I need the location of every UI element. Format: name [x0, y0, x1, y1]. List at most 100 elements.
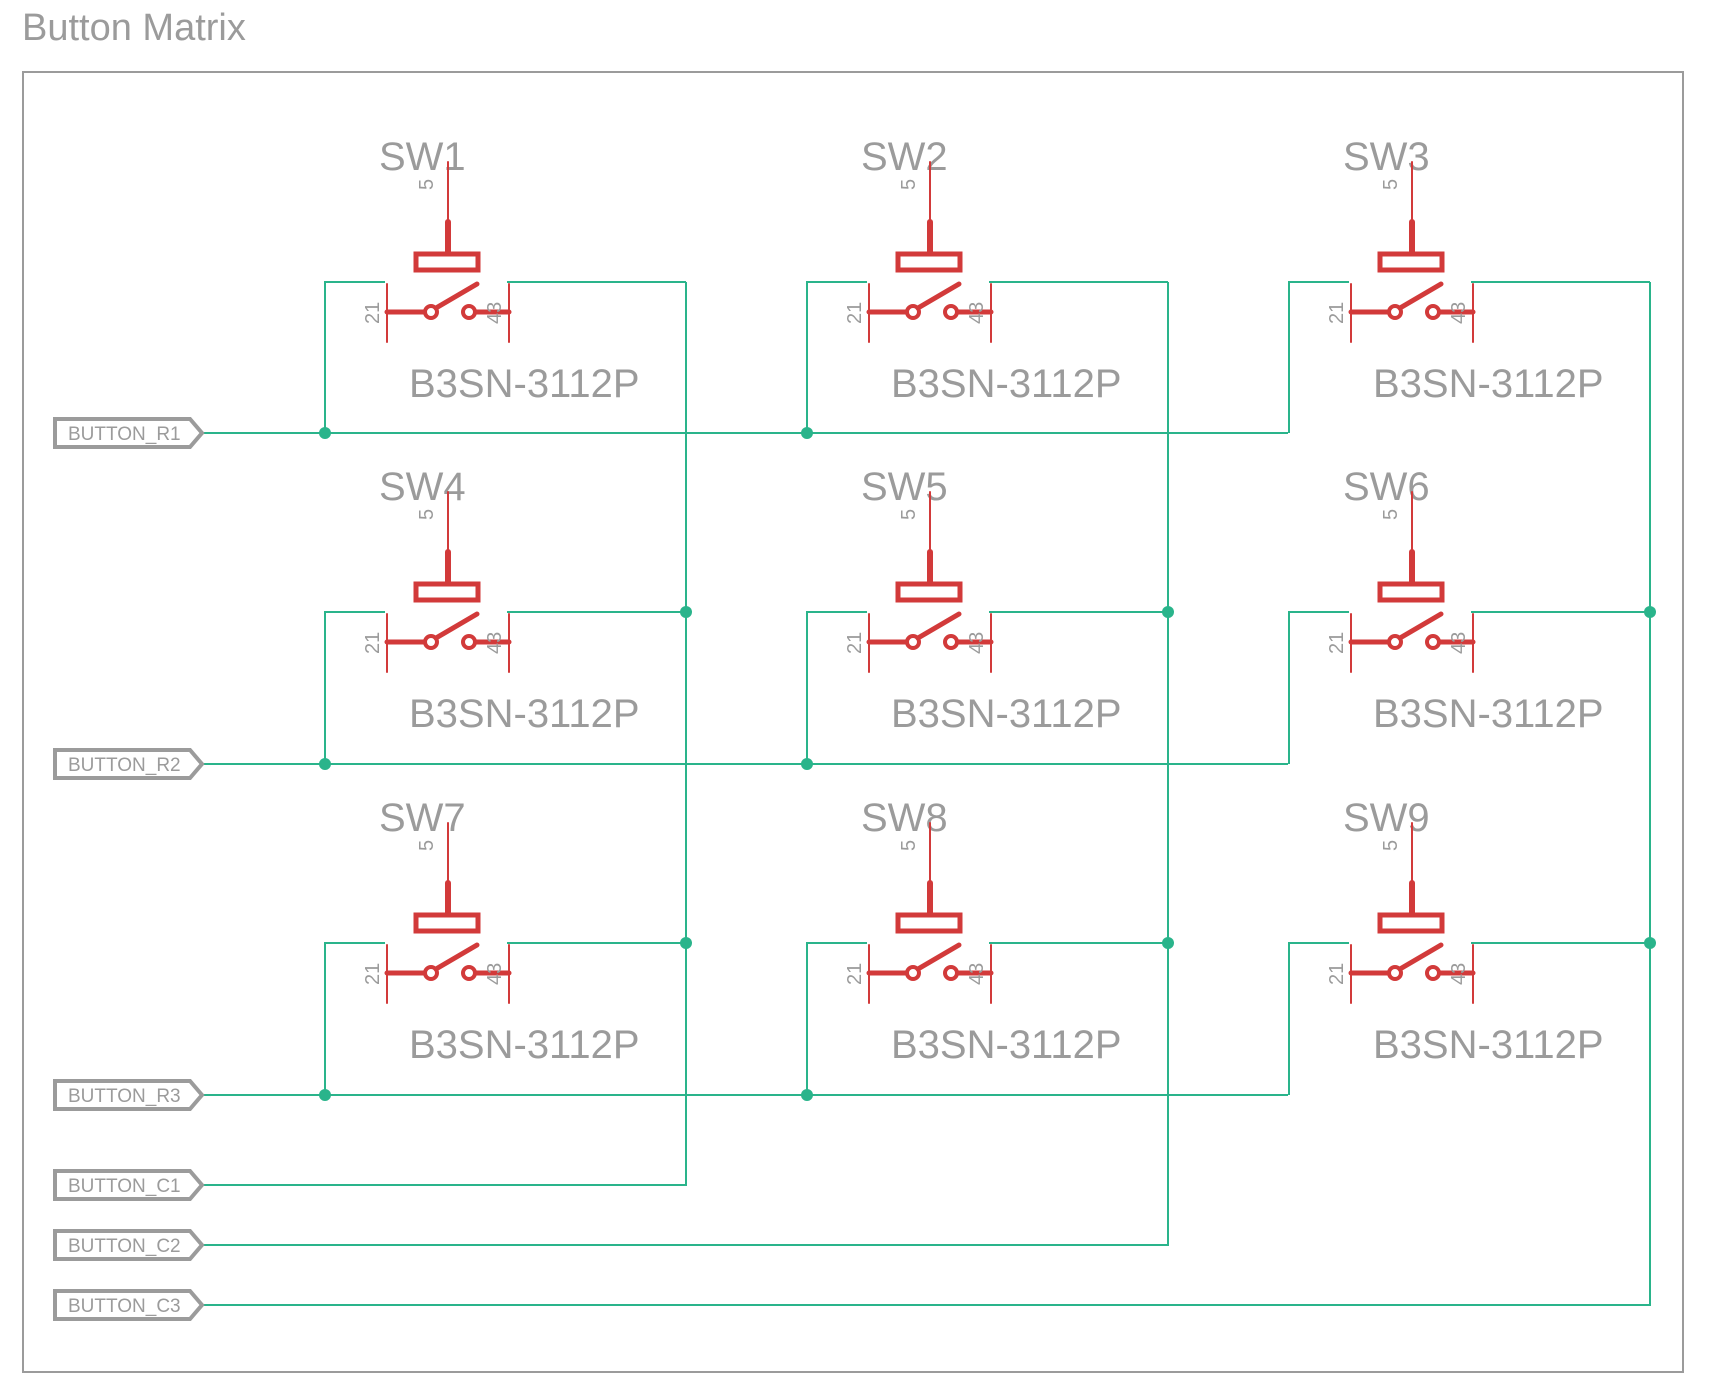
switch-left-net: [324, 281, 385, 433]
pin-number-label: 43: [1448, 632, 1470, 654]
switch-value-label: B3SN-3112P: [1373, 362, 1604, 406]
switch-ref-label: SW5: [861, 465, 948, 509]
pin-number-label: 43: [484, 302, 506, 324]
port-label: BUTTON_R2: [68, 755, 181, 776]
port-label: BUTTON_C2: [68, 1236, 181, 1257]
junction-dot: [1162, 937, 1174, 949]
pin-number-label: 21: [362, 632, 384, 654]
net-port-button-c3: BUTTON_C3: [53, 1289, 205, 1321]
switch-ref-label: SW1: [379, 135, 466, 179]
pin-number-label: 5: [898, 179, 920, 190]
pin-number-label: 5: [1380, 840, 1402, 851]
net-ports: BUTTON_R1BUTTON_R2BUTTON_R3BUTTON_C1BUTT…: [53, 417, 205, 1321]
switch-value-label: B3SN-3112P: [409, 362, 640, 406]
junction-dot: [680, 937, 692, 949]
plunger-symbol: [1377, 912, 1445, 934]
switch-ref-label: SW6: [1343, 465, 1430, 509]
switch-value-label: B3SN-3112P: [1373, 1023, 1604, 1067]
plunger-symbol: [1377, 581, 1445, 603]
junction-dot: [319, 427, 331, 439]
switch-value-label: B3SN-3112P: [409, 692, 640, 736]
column-net-wire: [203, 282, 1651, 1306]
pin-number-label: 43: [484, 632, 506, 654]
pin-number-label: 43: [1448, 302, 1470, 324]
pin-number-label: 5: [1380, 179, 1402, 190]
switch-left-net: [324, 942, 385, 1095]
junction-dot: [319, 758, 331, 770]
plunger-symbol: [895, 912, 963, 934]
sheet-title: Button Matrix: [22, 7, 246, 49]
junction-dots: [319, 427, 1656, 1101]
pin-number-label: 5: [1380, 509, 1402, 520]
switch-ref-label: SW3: [1343, 135, 1430, 179]
switch-ref-label: SW8: [861, 796, 948, 840]
pin-number-label: 21: [1326, 963, 1348, 985]
pin-number-label: 21: [844, 302, 866, 324]
plunger-symbol: [895, 581, 963, 603]
port-label: BUTTON_R3: [68, 1086, 181, 1107]
junction-dot: [801, 1089, 813, 1101]
pin-number-label: 21: [844, 632, 866, 654]
pin-number-label: 21: [844, 963, 866, 985]
junction-dot: [1162, 606, 1174, 618]
net-wires: [203, 281, 1651, 1306]
pin-number-label: 5: [416, 179, 438, 190]
junction-dot: [680, 606, 692, 618]
switch-value-label: B3SN-3112P: [891, 1023, 1122, 1067]
switch-value-label: B3SN-3112P: [891, 692, 1122, 736]
pin-number-label: 21: [362, 302, 384, 324]
pin-number-label: 5: [416, 509, 438, 520]
switch-value-label: B3SN-3112P: [1373, 692, 1604, 736]
pin-number-label: 21: [362, 963, 384, 985]
switch-ref-label: SW2: [861, 135, 948, 179]
port-label: BUTTON_R1: [68, 424, 181, 445]
port-label: BUTTON_C3: [68, 1296, 181, 1317]
switch-left-net: [806, 942, 867, 1095]
plunger-symbol: [1377, 251, 1445, 273]
pin-number-label: 43: [966, 302, 988, 324]
port-label: BUTTON_C1: [68, 1176, 181, 1197]
switch-left-net: [1288, 281, 1349, 433]
pin-number-label: 43: [1448, 963, 1470, 985]
pin-number-label: 43: [966, 963, 988, 985]
plunger-symbol: [413, 581, 481, 603]
switch-value-label: B3SN-3112P: [409, 1023, 640, 1067]
junction-dot: [319, 1089, 331, 1101]
pin-number-label: 21: [1326, 302, 1348, 324]
net-port-button-c1: BUTTON_C1: [53, 1169, 205, 1201]
pin-number-label: 5: [898, 509, 920, 520]
column-net-wire: [203, 282, 1169, 1246]
column-net-wire: [203, 282, 687, 1186]
net-port-button-c2: BUTTON_C2: [53, 1229, 205, 1261]
net-port-button-r3: BUTTON_R3: [53, 1079, 205, 1111]
switch-left-net: [806, 281, 867, 433]
plunger-symbol: [413, 912, 481, 934]
switch-ref-label: SW7: [379, 796, 466, 840]
junction-dot: [1644, 937, 1656, 949]
plunger-symbol: [895, 251, 963, 273]
plunger-symbol: [413, 251, 481, 273]
switch-left-net: [806, 611, 867, 764]
net-port-button-r1: BUTTON_R1: [53, 417, 205, 449]
sheet-frame: [22, 71, 1684, 1373]
switch-left-net: [324, 611, 385, 764]
junction-dot: [1644, 606, 1656, 618]
junction-dot: [801, 758, 813, 770]
net-port-button-r2: BUTTON_R2: [53, 748, 205, 780]
switch-value-label: B3SN-3112P: [891, 362, 1122, 406]
pin-number-label: 43: [966, 632, 988, 654]
switch-ref-label: SW9: [1343, 796, 1430, 840]
pin-number-label: 21: [1326, 632, 1348, 654]
pin-number-label: 5: [416, 840, 438, 851]
